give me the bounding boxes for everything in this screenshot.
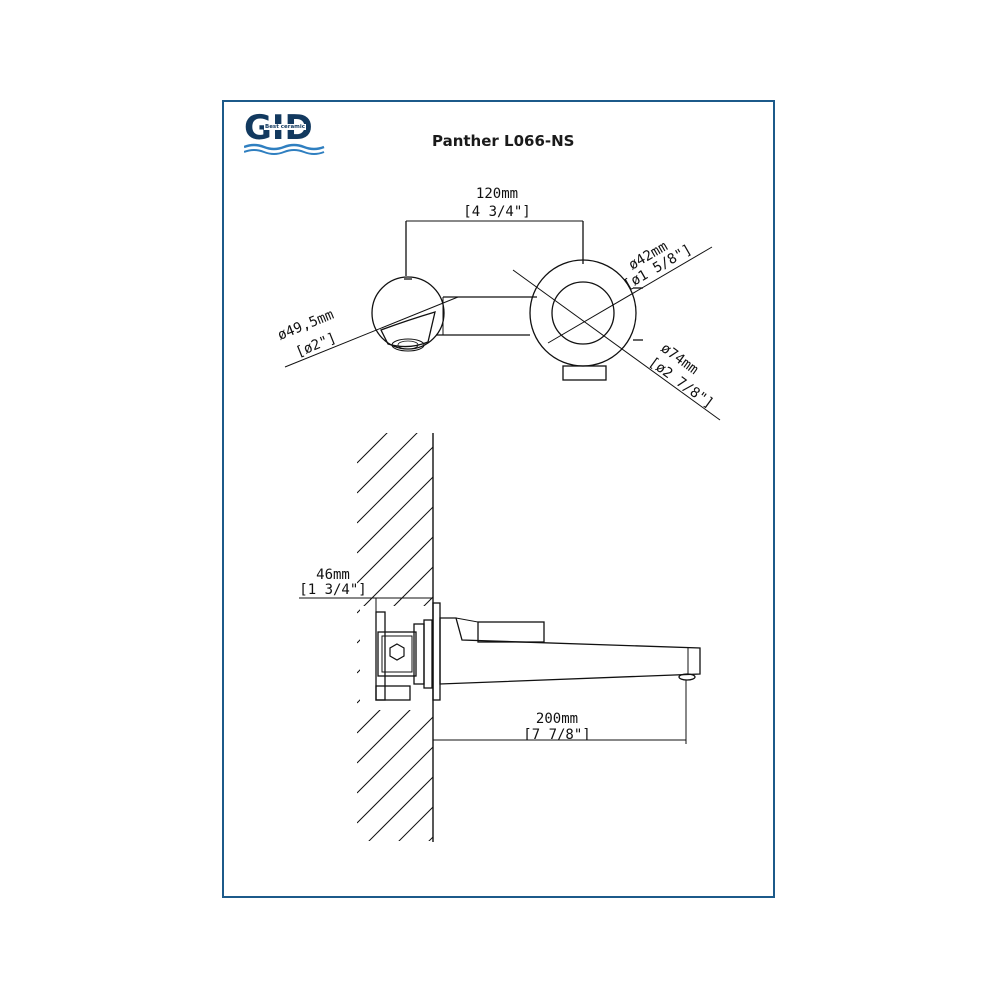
valve-flange-outer xyxy=(423,619,433,689)
leader-outer xyxy=(512,269,721,421)
logo-water-icon xyxy=(244,143,325,155)
outlet-inner xyxy=(551,281,615,345)
valve-body-inner xyxy=(381,635,413,673)
top-view xyxy=(284,220,721,421)
handle-lever xyxy=(380,311,436,348)
dim-120-in: [4 3/4"] xyxy=(463,204,530,220)
spout-body xyxy=(439,617,701,685)
dim-200-in: [7 7/8"] xyxy=(523,727,590,743)
sheet-border xyxy=(222,100,775,898)
leader-handle xyxy=(284,296,459,368)
leader-inner xyxy=(547,246,713,344)
spout-top-block xyxy=(477,621,545,643)
dim-46-in: [1 3/4"] xyxy=(299,582,366,598)
brand-logo: GID Best ceramic xyxy=(244,108,326,155)
dim-46-mm: 46mm xyxy=(316,567,350,583)
outlet-rosette xyxy=(529,259,637,367)
logo-subtitle: Best ceramic xyxy=(264,124,307,130)
dim-120-mm: 120mm xyxy=(476,186,518,202)
product-title: Panther L066-NS xyxy=(432,132,575,150)
handle-cap xyxy=(391,338,425,352)
wall-section xyxy=(357,433,434,842)
valve-body xyxy=(377,631,417,677)
side-view xyxy=(299,597,701,744)
valve-base xyxy=(375,685,411,701)
wall-plate xyxy=(432,602,441,701)
spout-tip xyxy=(562,365,607,381)
dim-200-mm: 200mm xyxy=(536,711,578,727)
hex-nut-icon xyxy=(389,643,405,661)
aerator xyxy=(678,673,696,681)
handle-cap-inner xyxy=(397,340,419,350)
